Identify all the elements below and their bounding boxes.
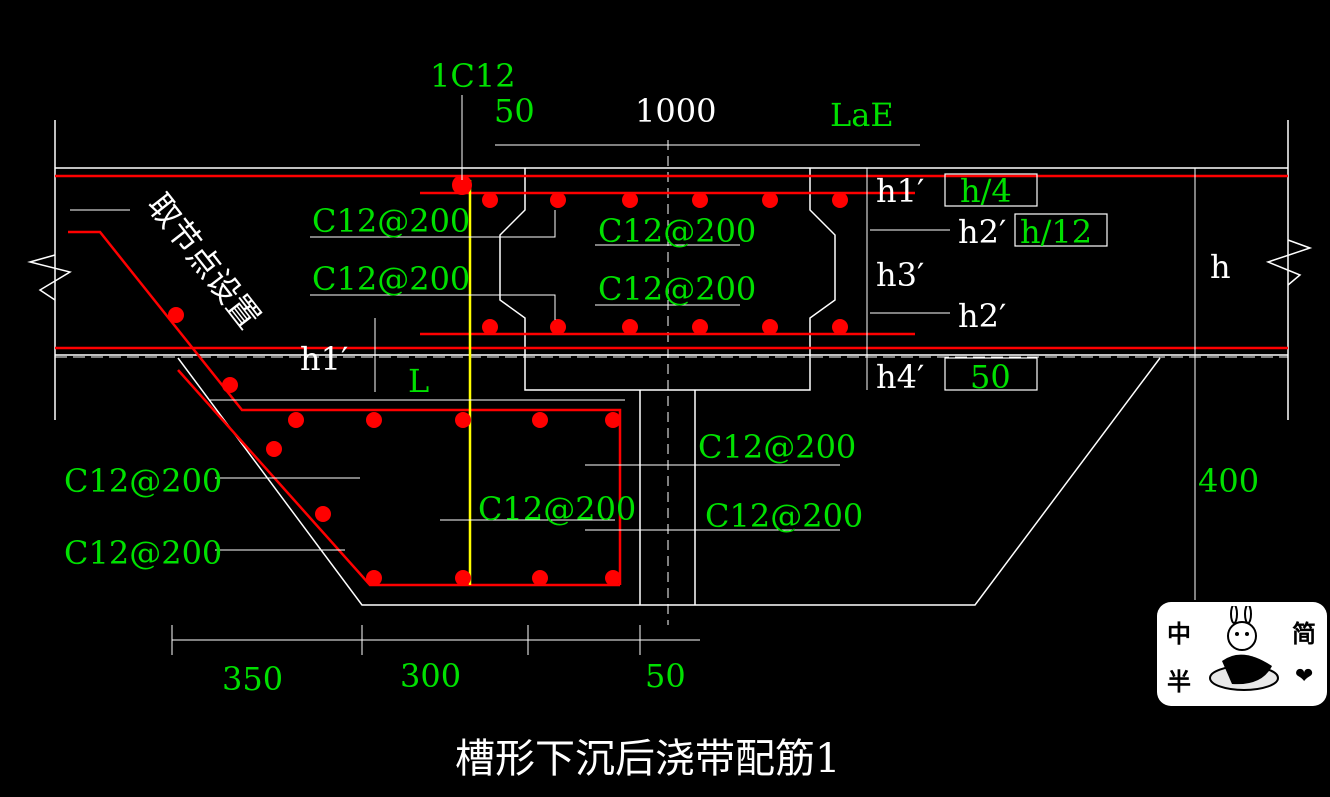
rebar-label-mid-inner: C12@200: [598, 270, 756, 308]
slope-note: 取节点设置: [140, 187, 268, 336]
rebar-label-top-left: C12@200: [312, 202, 470, 240]
h2-box-label: h/12: [1020, 213, 1092, 251]
heart-icon: ❤: [1295, 664, 1314, 689]
rebar-dot: [832, 192, 848, 208]
rebar-dot: [762, 192, 778, 208]
rebar-dot: [762, 319, 778, 335]
ime-badge[interactable]: 中 简 半 ❤: [1157, 602, 1327, 706]
rebar-dot: [692, 192, 708, 208]
rebar-dot: [455, 570, 471, 586]
rebar-dot: [482, 192, 498, 208]
bar-mark-label: 1C12: [430, 57, 516, 95]
rebar-dot: [692, 319, 708, 335]
rebar-dot: [832, 319, 848, 335]
rebar-dot: [222, 377, 238, 393]
rebar-dots: [168, 175, 848, 586]
rebar-dot: [366, 570, 382, 586]
rebar-dot: [482, 319, 498, 335]
drawing-title: 槽形下沉后浇带配筋1: [455, 736, 840, 782]
dim-lae: LaE: [830, 96, 894, 134]
rebar-label-trough-lower: C12@200: [705, 497, 863, 535]
rebar-label-top-inner: C12@200: [598, 212, 756, 250]
rebar-label-slope-upper: C12@200: [64, 462, 222, 500]
rebar-dot: [622, 319, 638, 335]
h2p-top-label: h2′: [958, 213, 1006, 251]
h1-box-label: h/4: [960, 172, 1012, 210]
rebar-dot: [532, 412, 548, 428]
h4p-label: h4′: [876, 358, 924, 396]
mascot-icon: [1209, 606, 1279, 691]
rebar-dot: [550, 319, 566, 335]
rebar-dot: [622, 192, 638, 208]
L-label: L: [408, 362, 429, 400]
label-boxes: [944, 173, 1108, 391]
rebar-dot: [266, 441, 282, 457]
dim-1000: 1000: [635, 92, 716, 130]
rebar-label-trough-center: C12@200: [478, 490, 636, 528]
h2p-bot-label: h2′: [958, 297, 1006, 335]
h1p-label: h1′: [876, 172, 924, 210]
rebar-dot: [315, 506, 331, 522]
ime-char-1: 中: [1167, 620, 1191, 648]
ime-char-3: 半: [1167, 668, 1191, 696]
rebar-dot: [168, 307, 184, 323]
dim-400: 400: [1198, 462, 1259, 500]
dim-50-bottom: 50: [645, 657, 686, 695]
dimension-lines: [70, 95, 1196, 655]
ime-char-2: 简: [1292, 620, 1316, 648]
h-label: h: [1210, 248, 1231, 286]
dim-300: 300: [400, 657, 461, 695]
rebar-dot: [452, 175, 472, 195]
rebar-dot: [366, 412, 382, 428]
rebar-dot: [455, 412, 471, 428]
rebar-dot: [288, 412, 304, 428]
dim-50-top: 50: [494, 92, 535, 130]
dim-350: 350: [222, 660, 283, 698]
rebar-dot: [605, 412, 621, 428]
rebar-dot: [605, 570, 621, 586]
rebar-dot: [532, 570, 548, 586]
h3p-label: h3′: [876, 256, 924, 294]
rebar-dot: [550, 192, 566, 208]
h4-box-label: 50: [970, 358, 1011, 396]
left-h1p-label: h1′: [300, 340, 348, 378]
rebar-label-mid-left: C12@200: [312, 260, 470, 298]
rebar-label-trough-upper: C12@200: [698, 428, 856, 466]
rebar-label-slope-lower: C12@200: [64, 534, 222, 572]
